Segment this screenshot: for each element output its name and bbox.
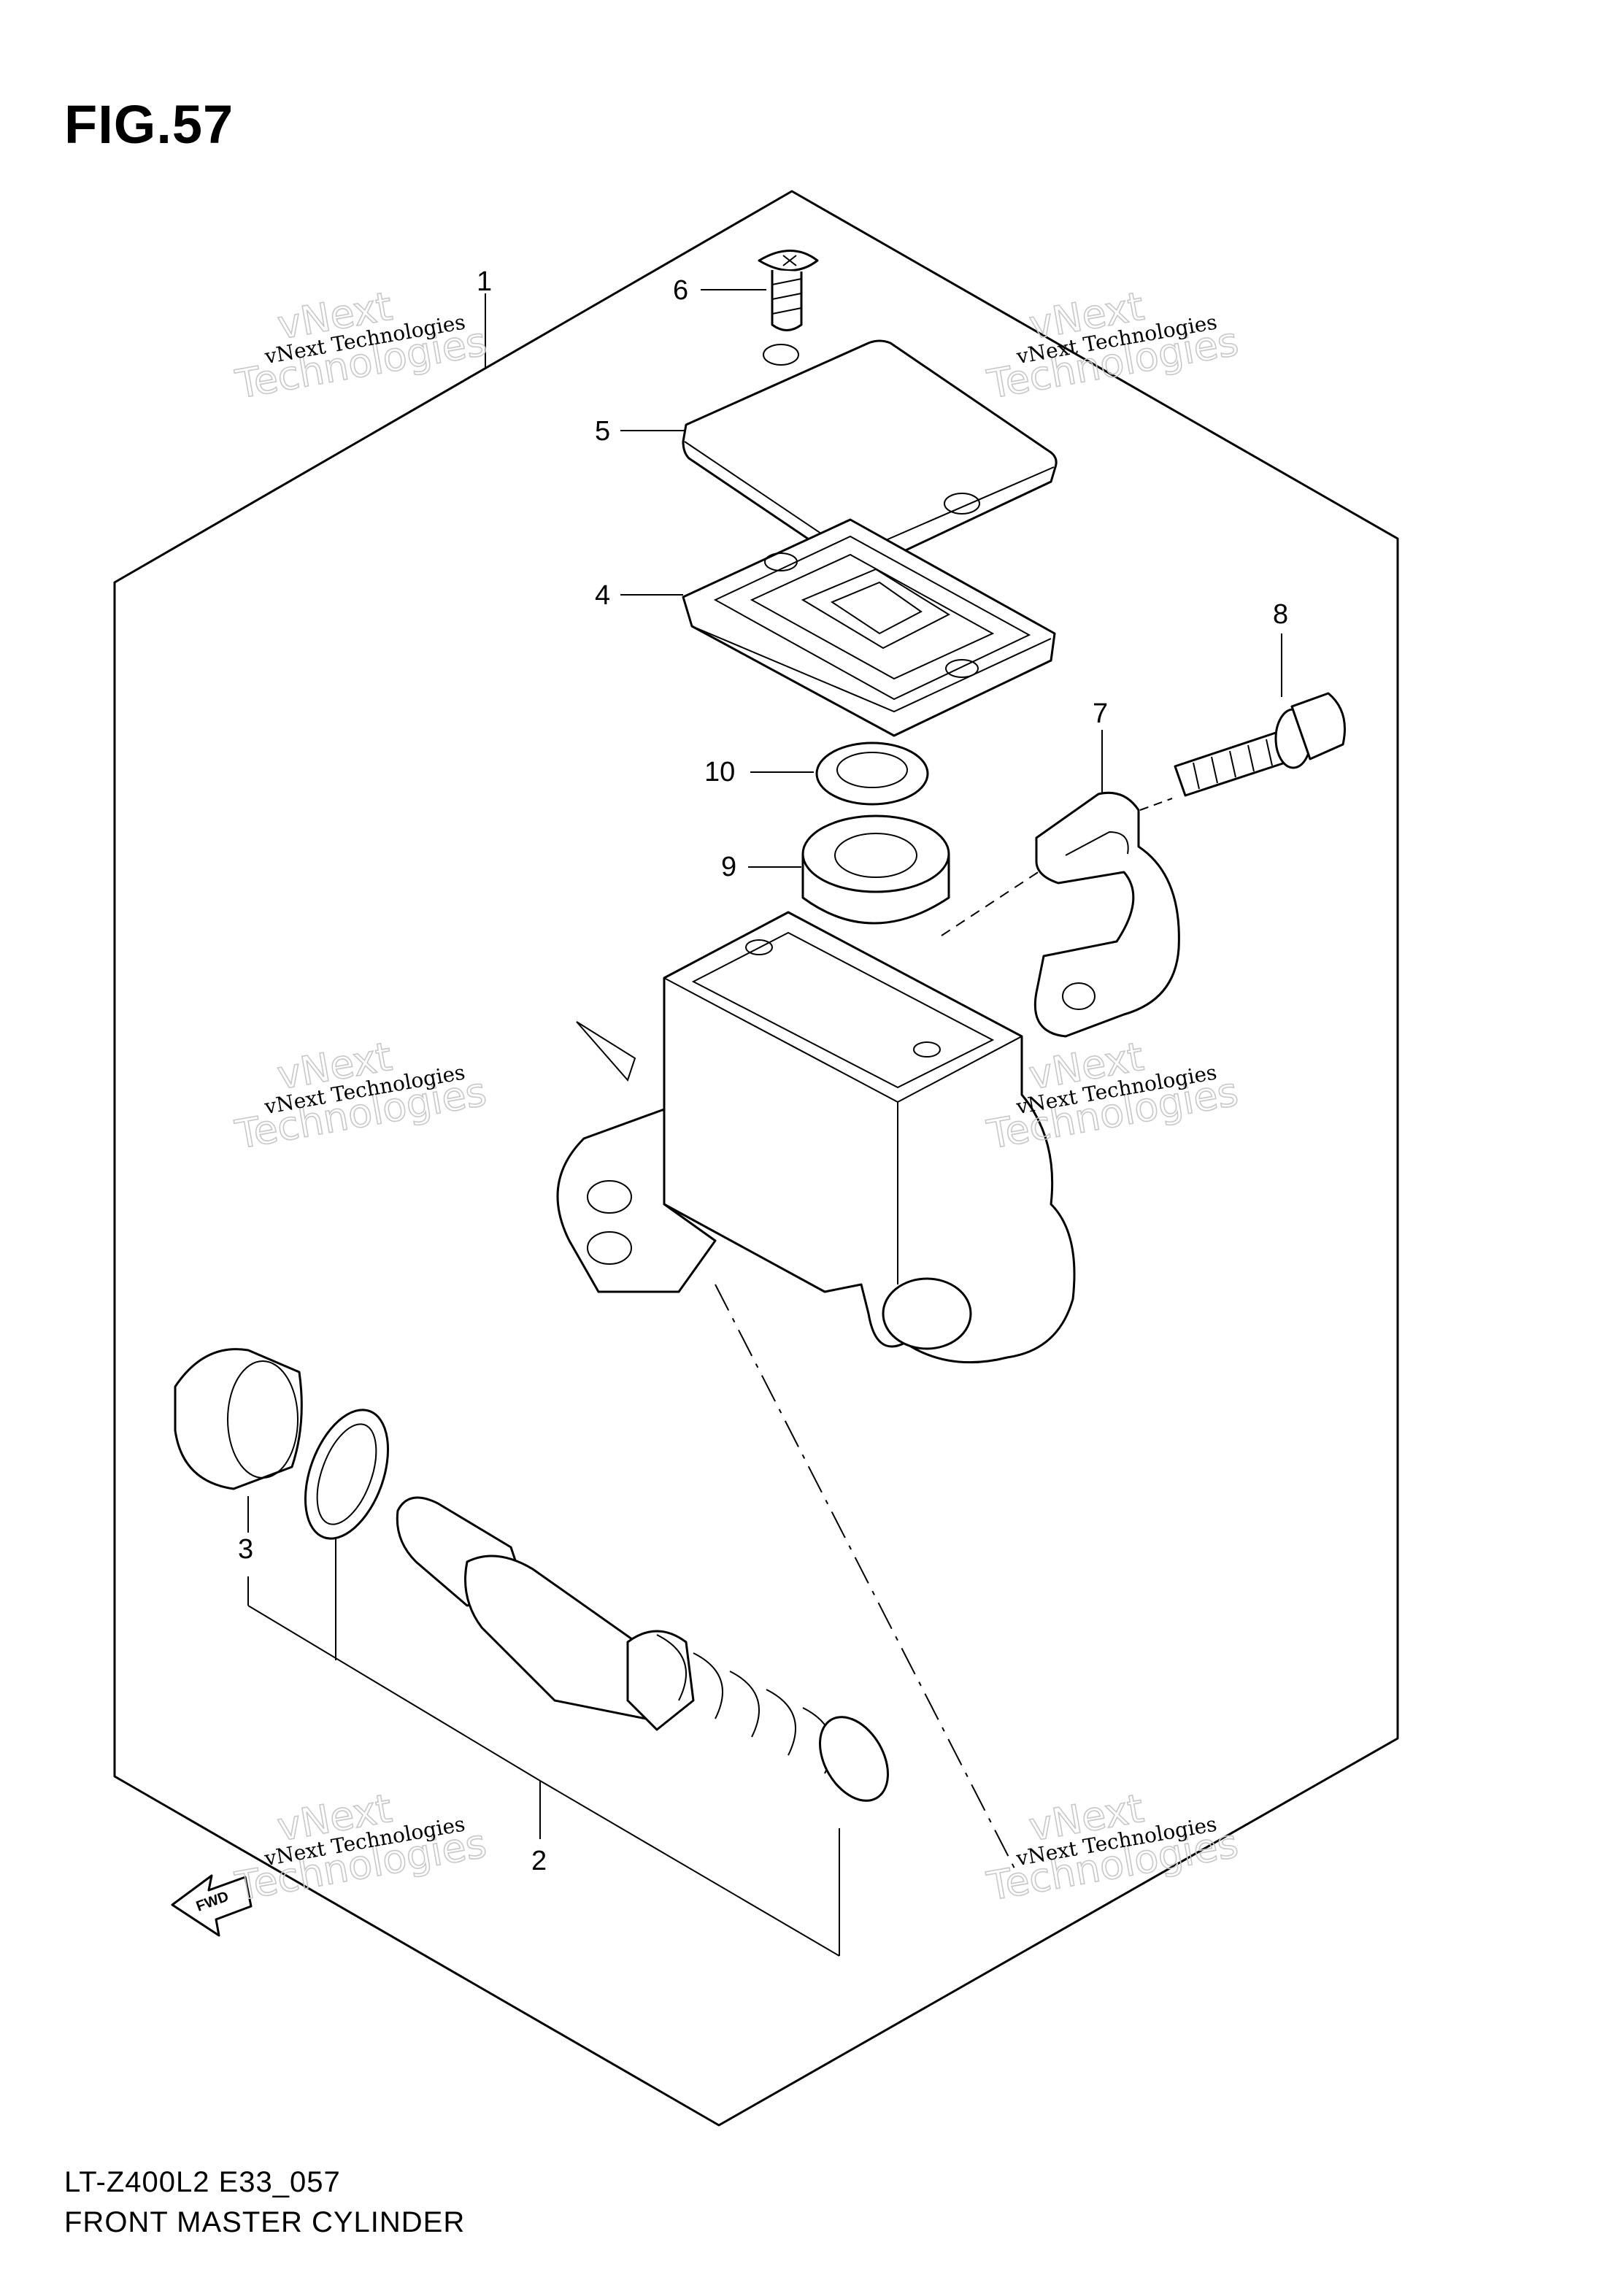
part-8-bolt: [1139, 692, 1346, 811]
part-10-washer: [815, 741, 929, 806]
assembly-outline: [113, 190, 1399, 2127]
snap-ring: [304, 1409, 390, 1540]
callout-3: 3: [238, 1534, 253, 1565]
part-6-screw: [758, 250, 819, 331]
callout-6: 6: [673, 275, 688, 306]
callout-leaders: [247, 289, 1282, 1957]
part-9-boot: [801, 814, 950, 925]
callout-4: 4: [595, 580, 610, 611]
master-cylinder-body: [556, 911, 1076, 1364]
callout-7: 7: [1093, 698, 1108, 729]
figure-title: FIG.57: [64, 94, 234, 155]
part-4-diaphragm: [682, 518, 1056, 737]
callout-9: 9: [721, 852, 736, 882]
watermark: vNext Technologies vNext Technologies: [231, 1784, 490, 1910]
watermark: vNext Technologies vNext Technologies: [231, 282, 490, 408]
part-name: FRONT MASTER CYLINDER: [64, 2206, 466, 2238]
fwd-arrow-icon: FWD: [171, 1874, 253, 1937]
callout-10: 10: [704, 757, 735, 787]
model-code: LT-Z400L2 E33_057: [64, 2166, 341, 2198]
watermark: vNext Technologies vNext Technologies: [231, 1033, 490, 1158]
part-2-piston-spring: [396, 1496, 889, 1802]
watermark: vNext Technologies vNext Technologies: [983, 282, 1242, 408]
callout-1: 1: [477, 266, 492, 297]
part-5-cap: [682, 339, 1058, 571]
callout-5: 5: [595, 416, 610, 447]
callout-8: 8: [1273, 599, 1288, 630]
part-7-clamp: [941, 791, 1180, 1038]
part-3-dust-boot: [174, 1348, 303, 1490]
watermark: vNext Technologies vNext Technologies: [983, 1784, 1242, 1910]
callout-2: 2: [531, 1846, 547, 1876]
